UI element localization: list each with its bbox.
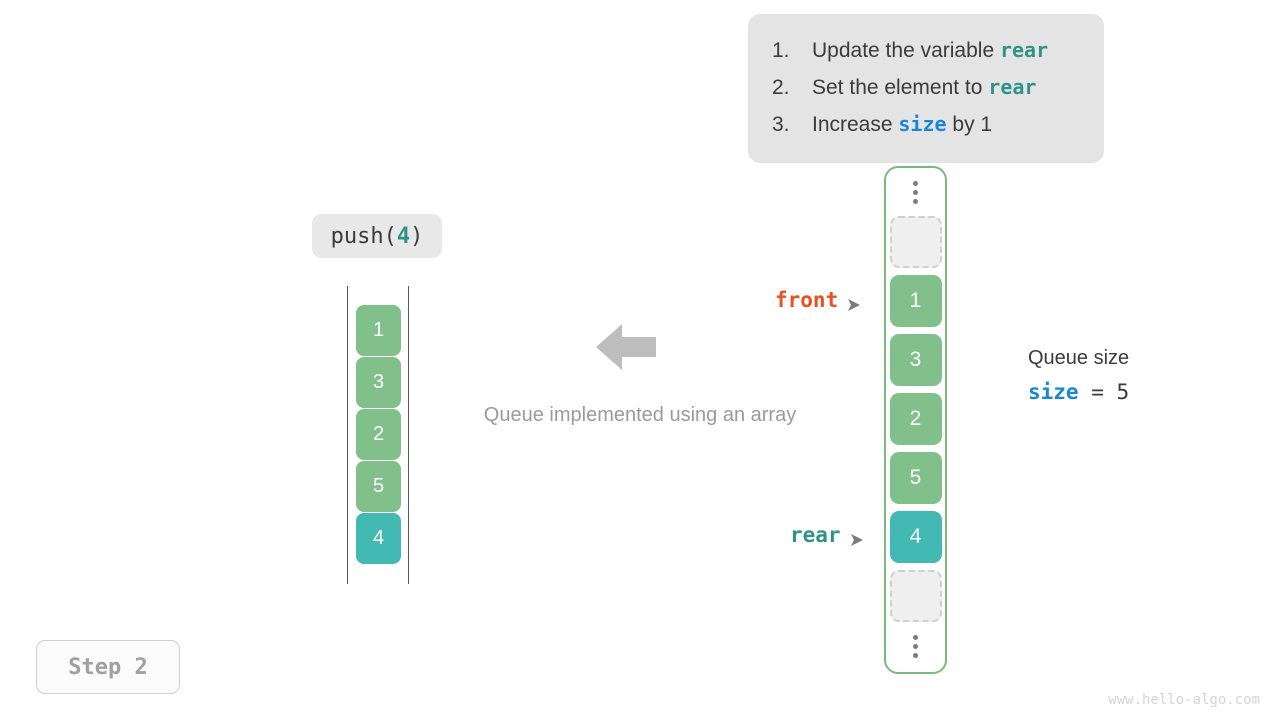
rear-pointer-label: rear — [790, 523, 841, 547]
instruction-number: 1. — [772, 39, 790, 62]
operation-argument: 4 — [396, 223, 411, 249]
vertical-ellipsis-icon — [913, 168, 918, 216]
queue-slot: 1 — [889, 275, 942, 327]
array-right-rail — [408, 286, 409, 584]
instruction-text-pre: Update the variable — [812, 39, 1000, 62]
instruction-text: Set the element to rear — [812, 69, 1036, 106]
array-cell: 1 — [356, 305, 401, 356]
queue-slot-empty — [889, 570, 942, 622]
diagram-caption: Queue implemented using an array — [483, 404, 797, 426]
watermark: www.hello-algo.com — [1108, 692, 1260, 708]
rear-pointer: rear — [790, 523, 868, 547]
queue-size-expression: size = 5 — [1028, 374, 1248, 410]
array-cell: 5 — [356, 461, 401, 512]
queue-slot-highlighted: 4 — [889, 511, 942, 563]
queue-size-title: Queue size — [1028, 347, 1130, 369]
queue-slot-empty — [889, 216, 942, 268]
instruction-text: Update the variable rear — [812, 32, 1048, 69]
front-pointer: front — [775, 288, 865, 312]
instruction-code-token: rear — [988, 75, 1037, 99]
array-cell-list: 1 3 2 5 4 — [356, 305, 401, 564]
instruction-item: 2. Set the element to rear — [748, 69, 1104, 106]
queue-slot-list: 1 3 2 5 4 — [889, 216, 942, 622]
array-left-rail — [347, 286, 348, 584]
front-pointer-label: front — [775, 288, 839, 312]
operation-name: push( — [330, 223, 397, 249]
array-cell-highlighted: 4 — [356, 513, 401, 564]
instruction-item: 1. Update the variable rear — [748, 32, 1104, 69]
operation-label: push(4) — [312, 214, 442, 258]
ellipsis-dot — [913, 180, 918, 186]
array-cell: 3 — [356, 357, 401, 408]
step-badge: Step 2 — [36, 640, 180, 694]
queue-column: 1 3 2 5 4 — [884, 166, 947, 674]
ellipsis-dot — [913, 198, 918, 204]
queue-size-number: 5 — [1116, 380, 1130, 404]
array-cell: 2 — [356, 409, 401, 460]
ellipsis-dot — [913, 652, 918, 658]
queue-size-equals: = — [1078, 380, 1117, 404]
vertical-ellipsis-icon — [913, 622, 918, 670]
operation-close-paren: ) — [410, 223, 424, 249]
instruction-text-pre: Increase — [812, 113, 899, 136]
arrow-right-icon — [850, 528, 868, 546]
left-arrow-icon — [596, 322, 656, 372]
instruction-text-pre: Set the element to — [812, 76, 989, 99]
instruction-code-token: rear — [999, 38, 1049, 62]
instruction-item: 3. Increase size by 1 — [748, 106, 1104, 143]
arrow-right-icon — [847, 293, 865, 311]
queue-size-readout: Queue size size = 5 — [1028, 342, 1248, 410]
instruction-text-post: by 1 — [946, 113, 993, 136]
instruction-card: 1. Update the variable rear 2. Set the e… — [748, 14, 1104, 163]
ellipsis-dot — [913, 634, 918, 640]
instruction-text: Increase size by 1 — [812, 106, 992, 143]
queue-slot: 3 — [889, 334, 942, 386]
instruction-code-token: size — [898, 112, 947, 136]
instruction-number: 3. — [772, 113, 790, 136]
queue-slot: 2 — [889, 393, 942, 445]
queue-size-variable: size — [1028, 380, 1079, 404]
array-panel: 1 3 2 5 4 — [340, 286, 416, 584]
queue-slot: 5 — [889, 452, 942, 504]
instruction-number: 2. — [772, 76, 790, 99]
ellipsis-dot — [913, 189, 918, 195]
ellipsis-dot — [913, 643, 918, 649]
